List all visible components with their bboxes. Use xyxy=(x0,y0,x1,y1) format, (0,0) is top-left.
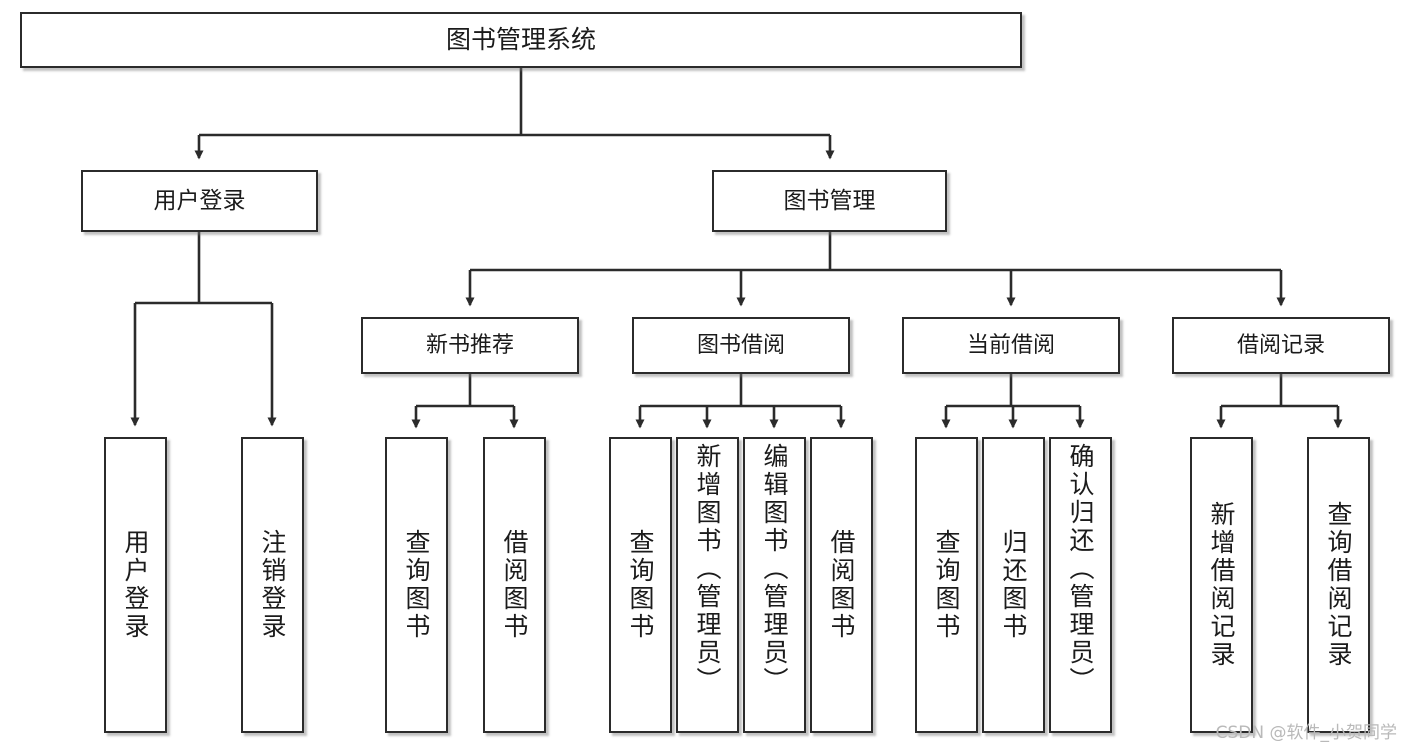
node-leaf-logout-label: 注销登录 xyxy=(258,529,287,641)
node-leaf-return-book-label: 归还图书 xyxy=(999,529,1028,641)
node-leaf-user-login[interactable]: 用户登录 xyxy=(104,437,167,733)
node-leaf-query-book-cur-label: 查询图书 xyxy=(932,529,961,641)
node-current-borrow-label: 当前借阅 xyxy=(966,332,1055,358)
node-leaf-add-record[interactable]: 新增借阅记录 xyxy=(1190,437,1253,733)
node-user-login[interactable]: 用户登录 xyxy=(81,170,318,232)
node-leaf-query-book-cur[interactable]: 查询图书 xyxy=(915,437,978,733)
node-root-label: 图书管理系统 xyxy=(445,24,596,54)
node-leaf-query-record[interactable]: 查询借阅记录 xyxy=(1307,437,1370,733)
node-new-book-recommend[interactable]: 新书推荐 xyxy=(361,317,579,374)
node-leaf-confirm-return-label: 确认归还（管理员） xyxy=(1066,443,1095,695)
node-leaf-confirm-return[interactable]: 确认归还（管理员） xyxy=(1049,437,1112,733)
node-leaf-add-book-label: 新增图书（管理员） xyxy=(693,443,722,695)
node-user-login-label: 用户登录 xyxy=(153,187,246,214)
node-leaf-query-book-rec-label: 查询图书 xyxy=(402,529,431,641)
node-leaf-borrow-book[interactable]: 借阅图书 xyxy=(810,437,873,733)
node-leaf-borrow-book-rec-label: 借阅图书 xyxy=(500,529,529,641)
node-leaf-query-book-borrow[interactable]: 查询图书 xyxy=(609,437,672,733)
node-leaf-query-book-rec[interactable]: 查询图书 xyxy=(385,437,448,733)
node-leaf-add-book[interactable]: 新增图书（管理员） xyxy=(676,437,739,733)
node-root[interactable]: 图书管理系统 xyxy=(20,12,1022,68)
node-leaf-user-login-label: 用户登录 xyxy=(121,529,150,641)
node-leaf-edit-book-label: 编辑图书（管理员） xyxy=(760,443,789,695)
node-leaf-borrow-book-rec[interactable]: 借阅图书 xyxy=(483,437,546,733)
csdn-watermark: CSDN @软件_小贺同学 xyxy=(1215,723,1397,743)
node-leaf-logout[interactable]: 注销登录 xyxy=(241,437,304,733)
node-leaf-edit-book[interactable]: 编辑图书（管理员） xyxy=(743,437,806,733)
node-borrow-record[interactable]: 借阅记录 xyxy=(1172,317,1390,374)
node-leaf-borrow-book-label: 借阅图书 xyxy=(827,529,856,641)
node-leaf-query-record-label: 查询借阅记录 xyxy=(1324,501,1353,669)
node-book-management-label: 图书管理 xyxy=(783,187,876,214)
node-leaf-return-book[interactable]: 归还图书 xyxy=(982,437,1045,733)
node-leaf-add-record-label: 新增借阅记录 xyxy=(1207,501,1236,669)
node-book-management[interactable]: 图书管理 xyxy=(712,170,947,232)
node-leaf-query-book-borrow-label: 查询图书 xyxy=(626,529,655,641)
node-book-borrow-label: 图书借阅 xyxy=(696,332,785,358)
node-current-borrow[interactable]: 当前借阅 xyxy=(902,317,1120,374)
node-book-borrow[interactable]: 图书借阅 xyxy=(632,317,850,374)
node-new-book-recommend-label: 新书推荐 xyxy=(425,332,514,358)
node-borrow-record-label: 借阅记录 xyxy=(1236,332,1325,358)
